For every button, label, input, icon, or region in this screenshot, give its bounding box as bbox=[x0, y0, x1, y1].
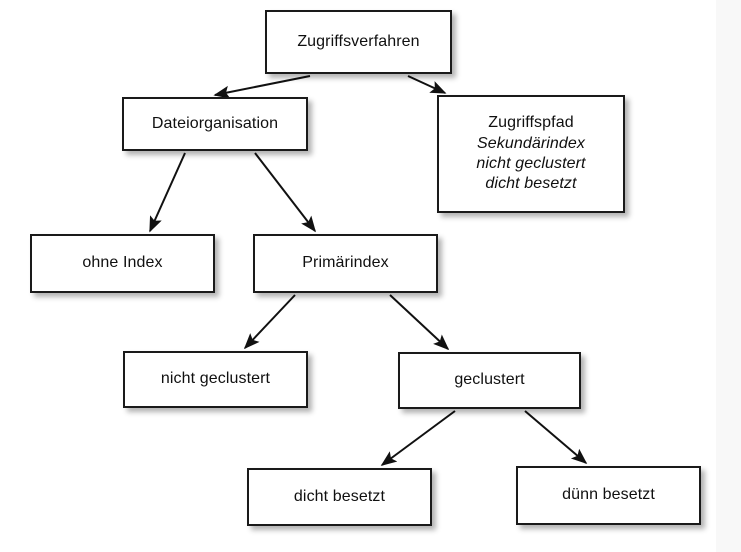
node-primaerindex[interactable]: Primärindex bbox=[253, 234, 438, 293]
node-zugriffspfad[interactable]: Zugriffspfad Sekundärindex nicht geclust… bbox=[437, 95, 625, 213]
node-duenn-besetzt[interactable]: dünn besetzt bbox=[516, 466, 701, 525]
node-label: dicht besetzt bbox=[293, 487, 386, 505]
node-label-line-1: Zugriffspfad bbox=[488, 114, 574, 132]
edge-zugriffsverfahren-to-zugriffspfad bbox=[407, 75, 447, 94]
edge-geclustert-to-dicht-besetzt bbox=[380, 410, 456, 466]
node-label: dünn besetzt bbox=[562, 486, 655, 504]
right-edge-strip bbox=[716, 0, 741, 552]
node-label-line-2: Sekundärindex bbox=[476, 134, 586, 152]
node-nicht-geclustert[interactable]: nicht geclustert bbox=[123, 351, 308, 408]
node-zugriffsverfahren[interactable]: Zugriffsverfahren bbox=[265, 10, 452, 74]
edge-dateiorganisation-to-primaerindex bbox=[254, 152, 316, 233]
edge-dateiorganisation-to-ohne-index bbox=[149, 152, 186, 233]
edge-primaerindex-to-nicht-geclustert bbox=[243, 294, 296, 350]
node-label: geclustert bbox=[454, 371, 525, 389]
node-dicht-besetzt[interactable]: dicht besetzt bbox=[247, 468, 432, 526]
node-ohne-index[interactable]: ohne Index bbox=[30, 234, 215, 293]
node-label: Primärindex bbox=[302, 254, 389, 272]
node-label: ohne Index bbox=[82, 254, 163, 272]
node-label: Dateiorganisation bbox=[151, 114, 279, 132]
edge-geclustert-to-duenn-besetzt bbox=[524, 410, 588, 465]
node-label: Zugriffsverfahren bbox=[297, 32, 420, 50]
edge-primaerindex-to-geclustert bbox=[389, 294, 450, 351]
node-geclustert[interactable]: geclustert bbox=[398, 352, 581, 409]
node-dateiorganisation[interactable]: Dateiorganisation bbox=[122, 97, 308, 151]
node-label: nicht geclustert bbox=[160, 370, 271, 388]
node-label-line-3: nicht geclustert bbox=[476, 155, 586, 172]
node-label-line-4: dicht besetzt bbox=[485, 175, 577, 193]
edge-zugriffsverfahren-to-dateiorganisation bbox=[213, 75, 311, 99]
